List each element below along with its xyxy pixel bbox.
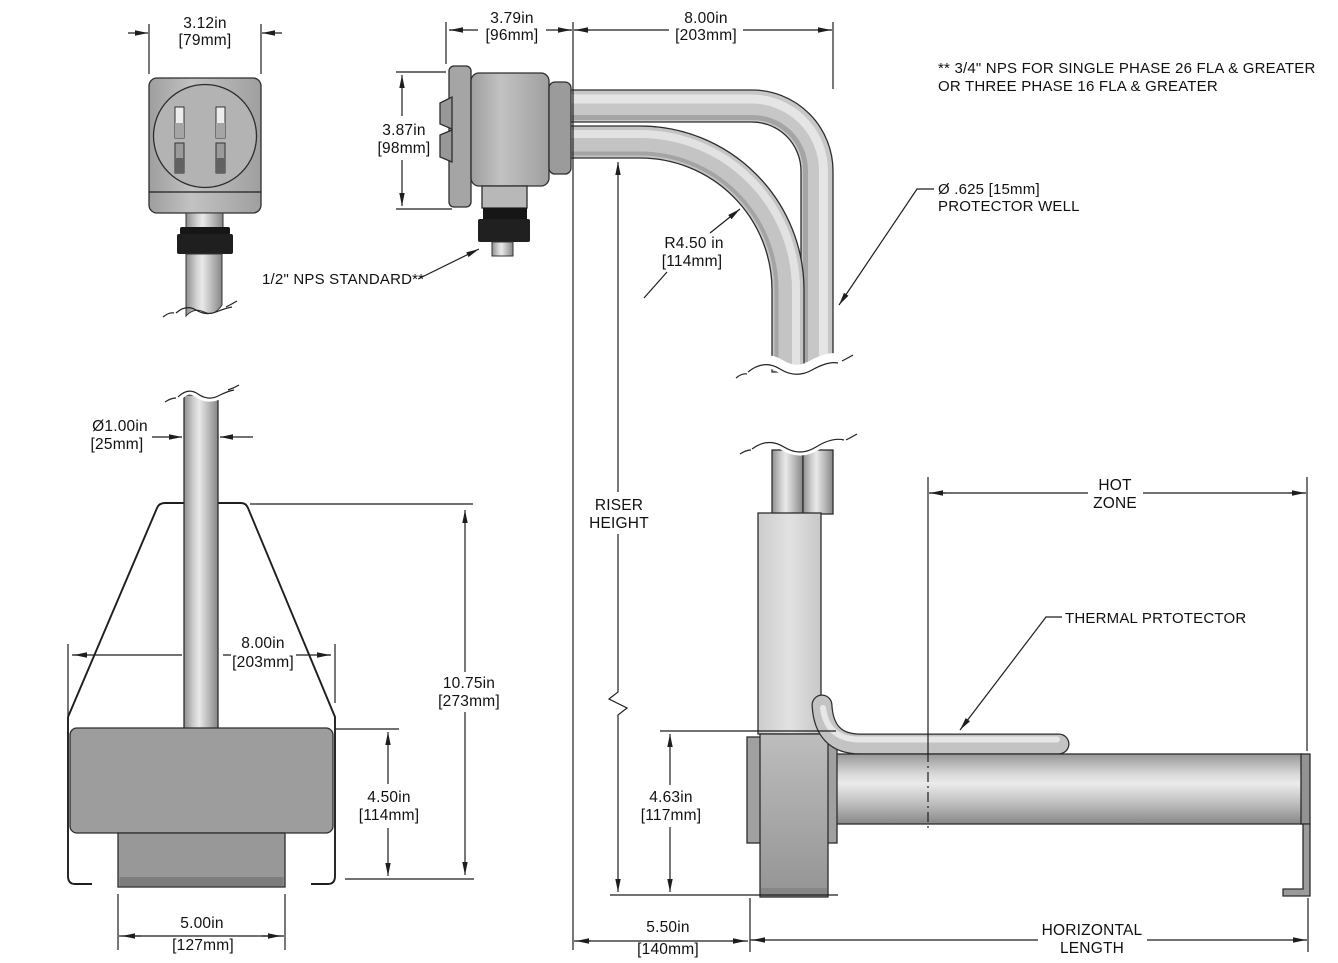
thermal-protector-tube [811,694,1070,755]
mounting-bracket [746,733,838,898]
dim-tube-dia-mm: [25mm] [91,436,144,453]
dimension-text: 3.12in [79mm] 3.79in [96mm] 8.00in [203m… [91,10,1316,958]
dim-bend-radius-in: R4.50 in [664,235,723,252]
dim-reach-in: 8.00in [684,10,727,27]
dim-head-height-in: 3.87in [382,122,425,139]
cap-screw-upper [439,95,453,130]
cap-screw-lower [439,129,453,163]
junction-box-head-side [439,65,572,257]
head-box-side [470,72,550,187]
dim-guard-width-in: 8.00in [241,635,284,652]
dim-base-width-mm: [127mm] [172,937,234,954]
label-nps-standard: 1/2" NPS STANDARD** [262,271,424,288]
label-protector-well: PROTECTOR WELL [938,198,1080,215]
dim-tube-dia-in: Ø1.00in [92,418,148,435]
element-end-cap [1300,753,1311,825]
label-horizontal-length-2: LENGTH [1060,940,1124,957]
dim-head-depth-mm: [96mm] [486,27,539,44]
dim-head-width-in: 3.12in [183,15,226,32]
element-riser-tube-lower [802,449,834,515]
element-body-front [69,727,334,834]
note-line-2: OR THREE PHASE 16 FLA & GREATER [938,78,1218,95]
locknut-ring-front [180,227,230,235]
dim-bracket-height-in: 4.63in [649,789,692,806]
riser-channel [757,512,822,735]
bracket-plate-shadow [761,888,827,896]
element-base-shadow [119,877,284,886]
locknut-ring-side [483,208,527,219]
terminal-face-circle [152,83,258,189]
riser-pipe-front-stub [185,253,223,318]
dim-body-height-in: 4.50in [367,789,410,806]
dim-head-width-mm: [79mm] [179,32,232,49]
terminal-slots [174,106,226,174]
hex-nut-front [177,234,233,254]
dim-bend-radius-mm: [114mm] [662,253,723,270]
head-boss-side [548,81,572,175]
label-hot-zone-2: ZONE [1093,495,1137,512]
head-front-view [148,77,262,318]
note-line-1: ** 3/4" NPS FOR SINGLE PHASE 26 FLA & GR… [938,60,1316,77]
bracket-plate [759,733,829,898]
dim-overall-height-in: 10.75in [443,675,495,692]
dim-setback-mm: [140mm] [637,941,699,958]
label-riser-height-2: HEIGHT [589,515,649,532]
dim-head-depth-in: 3.79in [490,10,533,27]
riser-tube-front [183,394,219,731]
dim-setback-in: 5.50in [646,919,689,936]
dim-base-width-in: 5.00in [180,915,223,932]
label-hot-zone-1: HOT [1098,477,1132,494]
dim-bracket-height-mm: [117mm] [641,807,702,824]
label-well-diameter: Ø .625 [15mm] [938,181,1040,198]
dim-body-height-mm: [114mm] [359,807,420,824]
dim-overall-height-mm: [273mm] [438,693,500,710]
dim-reach-mm: [203mm] [675,27,737,44]
label-thermal-protector: THERMAL PRTOTECTOR [1065,610,1246,627]
element-front-view [67,380,336,888]
bracket-left-flange [746,736,762,844]
dim-guard-width-mm: [203mm] [232,654,294,671]
nps-nipple-stub [491,241,514,257]
head-side-view [439,65,854,379]
end-support-foot [1282,823,1311,897]
dim-head-height-mm: [98mm] [378,140,431,157]
hex-nut-side [478,219,530,242]
element-horizontal-tube [835,753,1303,825]
side-profile-view [739,429,1311,898]
dimension-graphics [67,22,1309,952]
label-horizontal-length-1: HORIZONTAL [1042,922,1143,939]
head-neck-front [185,212,224,229]
label-riser-height-1: RISER [595,497,643,514]
protector-well-tube-bend [569,125,805,373]
protector-well-tube-lower [771,449,804,515]
head-neck-side [481,185,528,209]
